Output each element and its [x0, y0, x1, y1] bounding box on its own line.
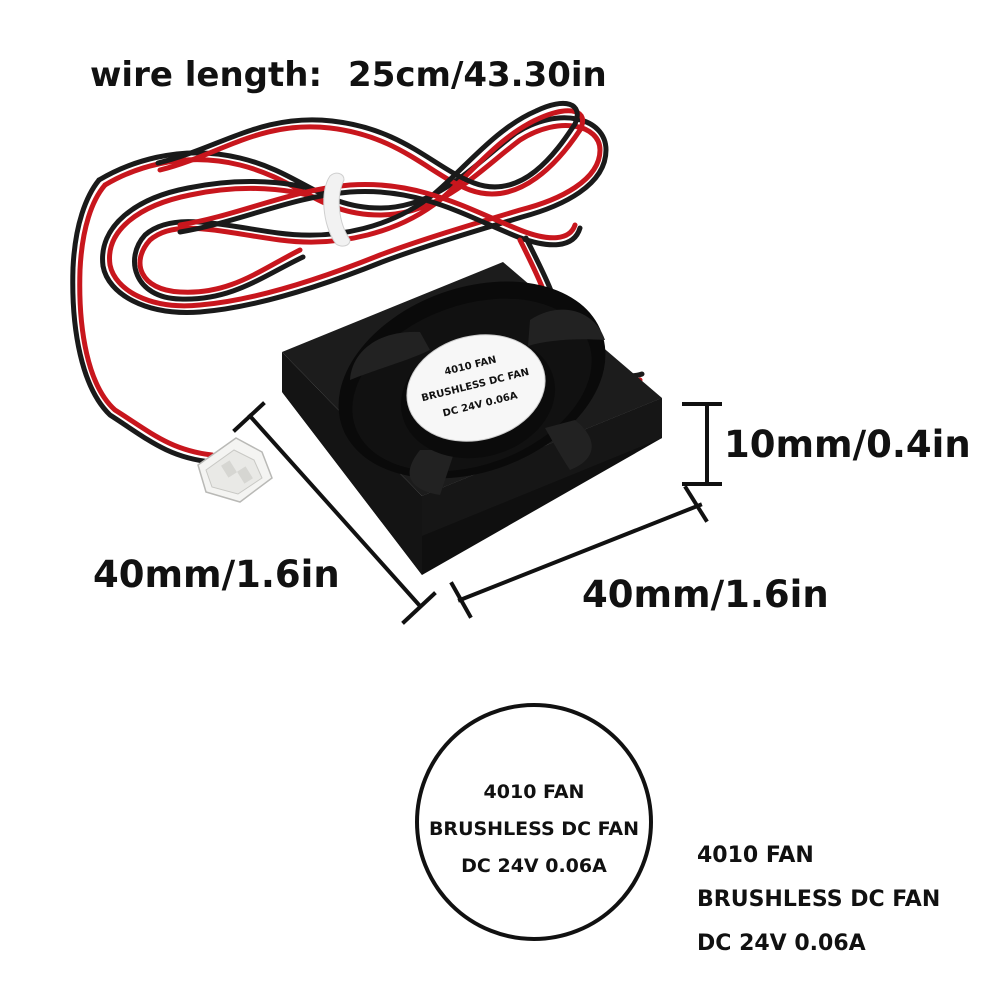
label-circle-line3: DC 24V 0.06A: [461, 855, 607, 877]
black-wire-coil-2: [132, 100, 580, 302]
cable-tie: [323, 172, 351, 247]
left-width-dimension-line: [232, 401, 437, 625]
red-wire-to-connector: [77, 182, 215, 458]
fan-body: [282, 262, 662, 575]
wire-length-label: wire length:: [90, 55, 323, 95]
label-circle-line1: 4010 FAN: [483, 781, 585, 803]
red-wire-coil-2: [137, 108, 585, 295]
wire-length-heading: wire length: 25cm/43.30in: [90, 58, 607, 92]
red-wire-coil-3: [177, 181, 578, 241]
spec-text-line3: DC 24V 0.06A: [697, 931, 866, 956]
spec-text-block: 4010 FAN BRUSHLESS DC FAN DC 24V 0.06A: [697, 834, 940, 966]
fan-cable: [70, 100, 645, 465]
label-circle-line2: BRUSHLESS DC FAN: [428, 818, 640, 840]
right-width-dimension-line: [449, 485, 709, 619]
wire-length-value: 25cm/43.30in: [348, 55, 607, 95]
left-width-dimension-label: 40mm/1.6in: [93, 553, 340, 596]
black-wire-coil-3: [177, 188, 583, 248]
spec-text-line2: BRUSHLESS DC FAN: [697, 887, 941, 912]
height-dimension-label: 10mm/0.4in: [724, 423, 971, 466]
spec-text-line1: 4010 FAN: [697, 843, 814, 868]
black-wire-to-connector: [70, 177, 215, 465]
label-circle: 4010 FAN BRUSHLESS DC FAN DC 24V 0.06A: [415, 703, 653, 941]
height-dimension-line: [682, 402, 722, 486]
right-width-dimension-label: 40mm/1.6in: [582, 573, 829, 616]
jst-connector: [197, 437, 273, 503]
